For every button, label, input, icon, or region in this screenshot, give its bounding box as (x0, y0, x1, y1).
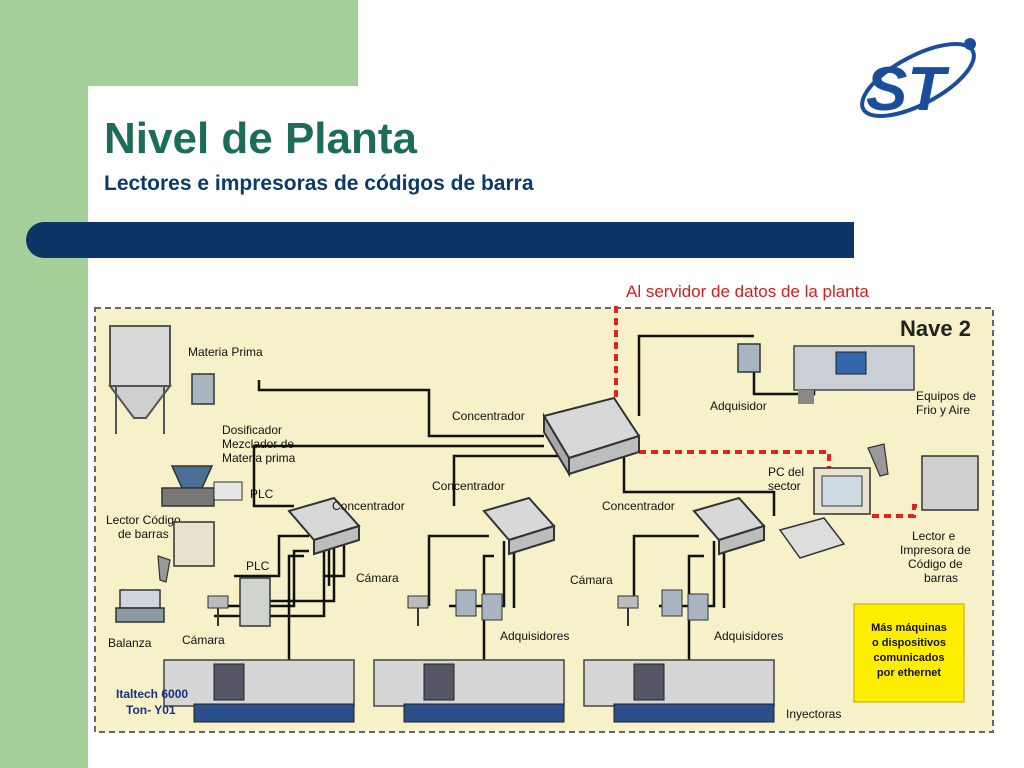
st-logo-icon: ST (860, 38, 976, 124)
injection-machine-2 (373, 659, 565, 723)
label-adquisidores-1: Adquisidores (500, 629, 569, 643)
label-concentrador-1: Concentrador (332, 499, 405, 513)
label-italtech-2: Ton- Y01 (126, 703, 176, 717)
camera-icon-2 (407, 595, 429, 626)
adquisidor-small-1 (191, 373, 215, 405)
label-inyectoras: Inyectoras (786, 707, 841, 721)
label-lector-impresora-1: Lector e (912, 529, 956, 543)
adquisidores-icon-2 (661, 589, 709, 621)
concentrator-2 (482, 496, 556, 556)
dosificador-icon (161, 465, 243, 507)
scale-icon (115, 589, 165, 623)
label-equipos-2: Frio y Aire (916, 403, 970, 417)
label-camara-1: Cámara (182, 633, 225, 647)
area-title: Nave 2 (900, 316, 971, 341)
plant-network-diagram: Nave 2 Concentrador (94, 306, 994, 733)
label-adquisidor: Adquisidor (710, 399, 767, 413)
label-lector-impresora-3: Código de (908, 557, 963, 571)
handheld-scanner-icon (867, 443, 889, 477)
label-concentrador-main: Concentrador (452, 409, 525, 423)
injection-machine-3 (583, 659, 775, 723)
label-lector-codigo-2: de barras (118, 527, 169, 541)
concentrator-3 (692, 496, 766, 556)
camera-icon-1 (207, 595, 229, 626)
adquisidores-icon-1 (455, 589, 503, 621)
adquisidor-icon (737, 343, 761, 373)
pc-sector-icon (778, 467, 871, 559)
label-italtech-1: Italtech 6000 (116, 687, 188, 701)
label-lector-impresora-4: barras (924, 571, 958, 585)
injection-machine-1 (163, 659, 355, 723)
label-concentrador-3: Concentrador (602, 499, 675, 513)
label-mas-3: comunicados (874, 652, 945, 664)
label-concentrador-2: Concentrador (432, 479, 505, 493)
label-materia-prima: Materia Prima (188, 345, 263, 359)
label-mas-1: Más máquinas (871, 622, 947, 634)
main-concentrator (542, 396, 641, 478)
green-top-band (88, 0, 358, 86)
label-dosificador-3: Materia prima (222, 451, 296, 465)
label-adquisidores-2: Adquisidores (714, 629, 783, 643)
label-camara-3: Cámara (570, 573, 613, 587)
server-label: Al servidor de datos de la planta (626, 282, 869, 301)
more-machines-note (853, 603, 965, 703)
label-lector-codigo-1: Lector Código (106, 513, 181, 527)
slide-title: Nivel de Planta (104, 114, 418, 163)
label-equipos-1: Equipos de (916, 389, 976, 403)
slide-subtitle: Lectores e impresoras de códigos de barr… (104, 172, 534, 195)
label-plc-2: PLC (246, 559, 270, 573)
plc-icon (239, 577, 271, 627)
navy-divider-bar (26, 222, 854, 258)
concentrator-1 (287, 496, 361, 556)
green-side-band (0, 0, 88, 768)
label-mas-4: por ethernet (877, 667, 942, 679)
barcode-scanner-icon (157, 555, 171, 583)
cooling-equipment-icon (793, 345, 915, 404)
silo-icon (108, 325, 172, 434)
pc-tower-icon (173, 521, 215, 567)
label-plc-1: PLC (250, 487, 274, 501)
label-lector-impresora-2: Impresora de (900, 543, 971, 557)
label-balanza: Balanza (108, 636, 152, 650)
label-printer-icon (921, 455, 979, 511)
svg-text:ST: ST (866, 55, 950, 124)
label-pc-1: PC del (768, 465, 804, 479)
label-camara-2: Cámara (356, 571, 399, 585)
label-mas-2: o dispositivos (872, 637, 946, 649)
label-dosificador-1: Dosificador (222, 423, 282, 437)
label-dosificador-2: Mezclador de (222, 437, 294, 451)
label-pc-2: sector (768, 479, 801, 493)
camera-icon-3 (617, 595, 639, 626)
